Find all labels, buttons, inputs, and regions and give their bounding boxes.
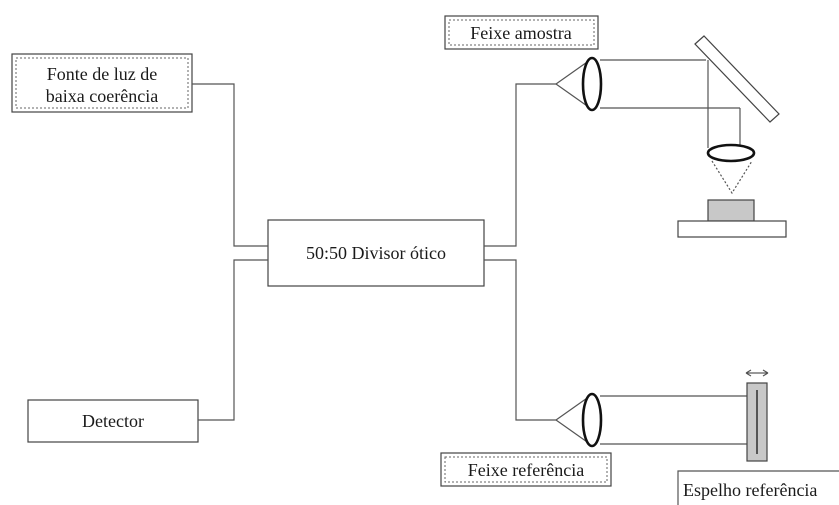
sample-focus-lens (706, 143, 756, 163)
light-source-label-line2: baixa coerência (46, 86, 158, 106)
light-source-label-line1: Fonte de luz de (47, 64, 157, 84)
detector-fiber (198, 259, 268, 421)
sample-collimator-lens (581, 56, 603, 112)
reference-mirror-label: Espelho referência (683, 480, 817, 500)
reference-mirror-label-box: Espelho referência (677, 470, 839, 505)
sample-arm-optics (555, 35, 787, 238)
sample-beam-label: Feixe amostra (470, 23, 571, 43)
source-fiber (192, 83, 268, 247)
splitter-label: 50:50 Divisor ótico (306, 243, 446, 263)
sample-beam-label-box: Feixe amostra (444, 15, 599, 50)
sample-block (707, 199, 755, 222)
reference-arm-fiber (484, 259, 556, 421)
detector-box: Detector (27, 399, 199, 443)
reference-collimator-lens (581, 392, 603, 448)
sample-fold-mirror (694, 35, 780, 123)
sample-arm-fiber (484, 83, 556, 247)
reference-beam-label-box: Feixe referência (440, 452, 612, 487)
sample-stage (677, 220, 787, 238)
reference-arm-optics (555, 369, 769, 462)
splitter-box: 50:50 Divisor ótico (267, 219, 485, 287)
reference-beam-label: Feixe referência (468, 460, 584, 480)
detector-label: Detector (82, 411, 144, 431)
light-source-box: Fonte de luz de baixa coerência (11, 53, 193, 113)
